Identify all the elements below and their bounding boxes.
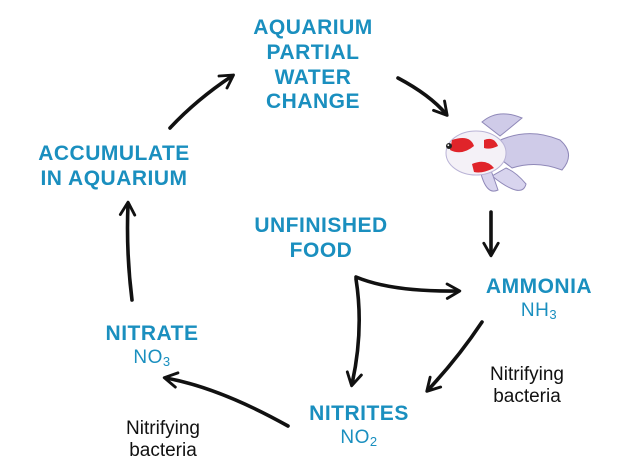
ammonia-formula: NH3 [520,299,558,322]
arrow-accumulate-to-water-change [168,73,235,130]
arrow-food-to-ammonia [354,275,462,300]
node-accumulate-in-aquarium: ACCUMULATE IN AQUARIUM [38,142,190,190]
nitrites-name: NITRITES [309,402,409,425]
node-unfinished-food: UNFINISHED FOOD [254,214,388,262]
nitrate-formula: NO3 [133,346,171,369]
node-nitrites: NITRITES NO2 [292,402,426,449]
label-nitrifying-bacteria-bottom: Nitrifying bacteria [126,418,200,462]
node-ammonia: AMMONIA NH3 [468,275,610,322]
arrow-ammonia-to-nitrites [425,320,484,393]
label-nitrifying-bacteria-right: Nitrifying bacteria [490,364,564,408]
ammonia-name: AMMONIA [485,275,593,298]
node-aquarium-partial-water-change: AQUARIUM PARTIAL WATER CHANGE [253,16,373,114]
nitrites-formula: NO2 [340,426,378,449]
nitrate-name: NITRATE [105,322,199,345]
arrow-water-change-to-fish [396,76,449,117]
node-nitrate: NITRATE NO3 [80,322,224,369]
goldfish-image [445,113,569,192]
arrow-nitrites-to-nitrate [162,371,290,428]
arrow-nitrate-to-accumulate [118,200,137,302]
arrow-food-to-nitrites [345,277,363,388]
